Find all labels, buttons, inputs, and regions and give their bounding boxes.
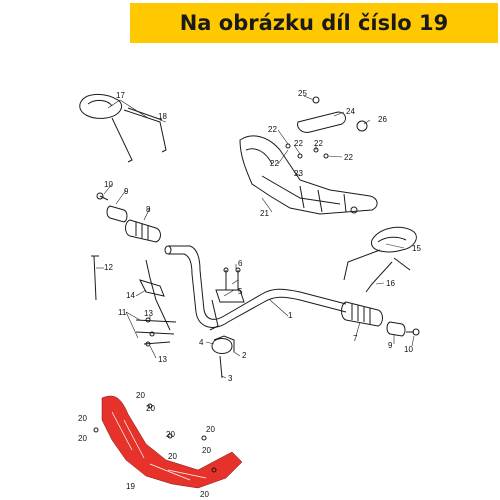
callout-22: 22 bbox=[344, 153, 353, 162]
callout-11: 11 bbox=[118, 308, 127, 317]
callout-20: 20 bbox=[200, 490, 209, 499]
callout-13: 13 bbox=[144, 309, 153, 318]
callout-12: 12 bbox=[104, 263, 113, 272]
callout-5: 5 bbox=[238, 287, 243, 296]
callout-20: 20 bbox=[166, 430, 175, 439]
callout-22: 22 bbox=[268, 125, 277, 134]
callout-4: 4 bbox=[199, 338, 204, 347]
callout-2: 2 bbox=[242, 351, 247, 360]
title-banner: Na obrázku díl číslo 19 bbox=[130, 3, 498, 43]
callout-6: 6 bbox=[238, 259, 243, 268]
upper-cover bbox=[239, 96, 378, 215]
callout-22: 22 bbox=[294, 139, 303, 148]
callout-25: 25 bbox=[298, 89, 307, 98]
callout-labels: 1 2 3 4 5 6 7 8 9 9 10 10 11 12 13 13 14… bbox=[78, 89, 421, 499]
callout-19: 19 bbox=[126, 482, 135, 491]
callout-9: 9 bbox=[388, 341, 393, 350]
callout-10: 10 bbox=[104, 180, 113, 189]
callout-1: 1 bbox=[288, 311, 293, 320]
handlebar-holder bbox=[211, 267, 245, 379]
leader-lines bbox=[96, 95, 415, 379]
mirror-right bbox=[343, 226, 417, 293]
callout-20: 20 bbox=[146, 404, 155, 413]
callout-22: 22 bbox=[270, 159, 279, 168]
callout-24: 24 bbox=[346, 107, 355, 116]
callout-20: 20 bbox=[136, 391, 145, 400]
callout-9: 9 bbox=[124, 187, 129, 196]
cables-clamps bbox=[91, 255, 177, 347]
callout-22: 22 bbox=[314, 139, 323, 148]
callout-20: 20 bbox=[206, 425, 215, 434]
callout-10: 10 bbox=[404, 345, 413, 354]
callout-20: 20 bbox=[202, 446, 211, 455]
handlebar bbox=[164, 245, 347, 331]
callout-20: 20 bbox=[78, 434, 87, 443]
mirror-left bbox=[79, 94, 167, 163]
callout-16: 16 bbox=[386, 279, 395, 288]
callout-17: 17 bbox=[116, 91, 125, 100]
callout-7: 7 bbox=[353, 334, 358, 343]
right-grip bbox=[341, 301, 420, 337]
callout-20: 20 bbox=[168, 452, 177, 461]
callout-8: 8 bbox=[146, 205, 151, 214]
callout-13: 13 bbox=[158, 355, 167, 364]
callout-18: 18 bbox=[158, 112, 167, 121]
banner-title: Na obrázku díl číslo 19 bbox=[179, 11, 449, 35]
callout-23: 23 bbox=[294, 169, 303, 178]
callout-14: 14 bbox=[126, 291, 135, 300]
callout-3: 3 bbox=[228, 374, 233, 383]
callout-15: 15 bbox=[412, 244, 421, 253]
left-grip bbox=[96, 192, 161, 243]
lower-cover-part-19 bbox=[93, 395, 243, 489]
callout-21: 21 bbox=[260, 209, 269, 218]
callout-26: 26 bbox=[378, 115, 387, 124]
callout-20: 20 bbox=[78, 414, 87, 423]
